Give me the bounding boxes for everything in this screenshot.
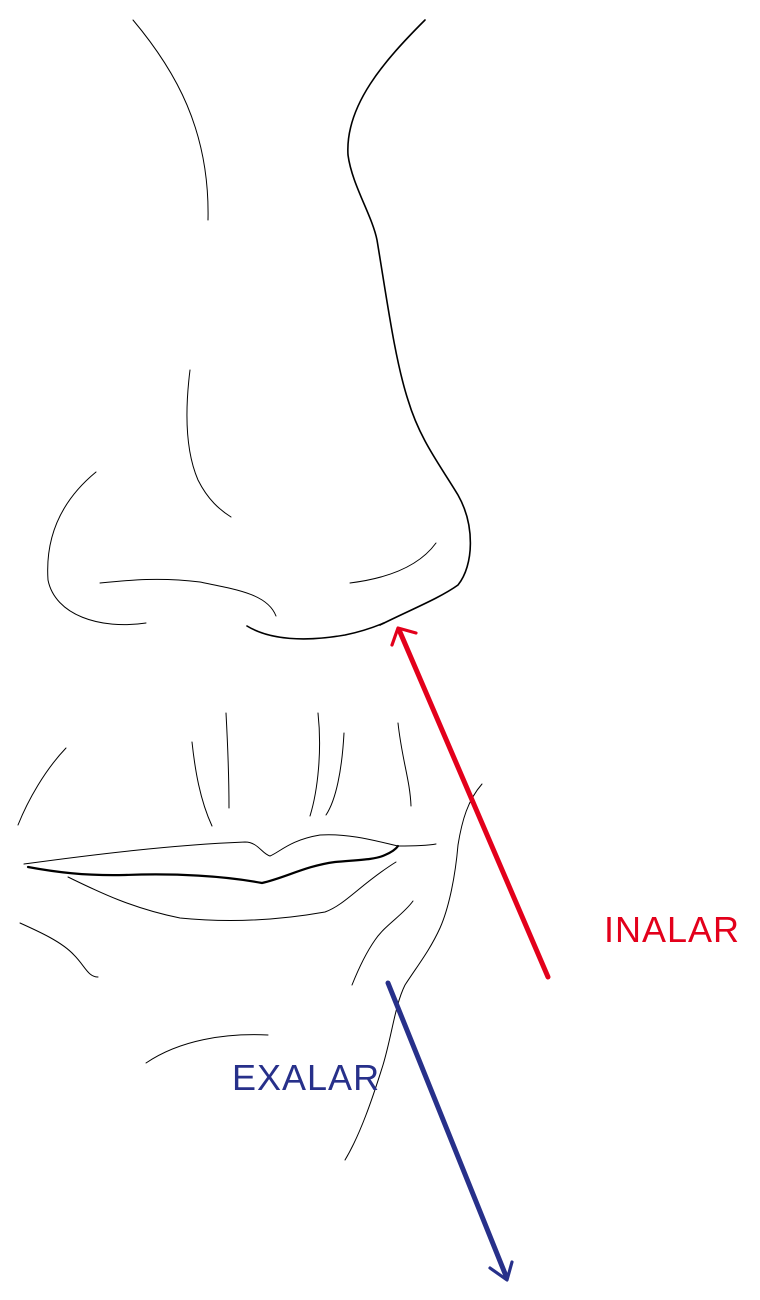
chin-fold-left-line [19,922,99,978]
exhale-arrow-shaft [385,980,509,1279]
nostril-left-line [99,578,277,617]
nose-base-line [246,622,385,640]
chin-fold-right-line [351,900,414,986]
inhale-arrow-shaft [397,629,551,980]
exhale-arrow-head [488,1260,514,1282]
inhale-arrow [390,626,551,980]
nose-left-wing-line [47,471,147,626]
lip-parting-line [26,844,400,885]
chin-contour-line [344,783,483,1161]
philtrum-line-5 [397,722,412,807]
philtrum-line-2 [225,712,230,809]
philtrum-line-1 [191,741,213,827]
cheek-fold-left-line [17,747,67,826]
nose-side-line [186,369,232,518]
exhale-arrow [385,980,514,1282]
nose-drawing [47,19,472,640]
nose-bridge-right-line [347,19,472,626]
philtrum-line-3 [309,712,321,817]
inhale-arrow-head [390,626,418,647]
philtrum-lines [17,712,412,827]
mouth-drawing [19,783,483,1161]
inhale-label: INALAR [604,909,741,950]
upper-lip-line [23,834,437,865]
lower-lip-line [67,861,397,921]
nose-bridge-left-line [132,19,209,221]
nostril-right-line [349,542,437,584]
chin-crease-line [145,1034,269,1064]
exhale-label: EXALAR [232,1057,381,1098]
philtrum-line-4 [325,732,345,816]
